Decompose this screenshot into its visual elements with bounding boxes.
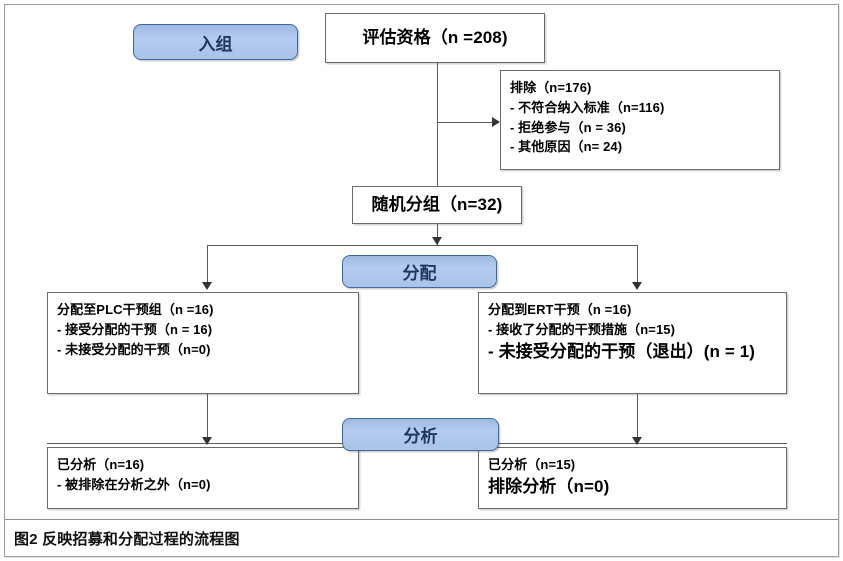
node-excluded-line-4: - 其他原因（n= 24) <box>510 139 623 155</box>
node-analysis-right-line-2: 排除分析（n=0) <box>488 476 610 496</box>
node-excluded: 排除（n=176) - 不符合纳入标准（n=116) - 拒绝参与（n = 36… <box>500 70 780 170</box>
connector-eligibility-to-excluded <box>437 122 497 123</box>
node-excluded-line-3: - 拒绝参与（n = 36) <box>510 119 626 135</box>
figure-caption-bar: 图2 反映招募和分配过程的流程图 <box>5 519 838 556</box>
node-excluded-line-2: - 不符合纳入标准（n=116) <box>510 99 665 115</box>
node-allocation-left: 分配至PLC干预组（n =16) - 接受分配的干预（n = 16) - 未接受… <box>47 292 359 394</box>
arrow-analysis-left-icon <box>202 437 212 445</box>
arrow-allocation-left-icon <box>202 282 212 290</box>
node-excluded-line-1: 排除（n=176) <box>510 80 592 95</box>
stage-banner-allocation-label: 分配 <box>402 264 437 283</box>
node-analysis-right: 已分析（n=15) 排除分析（n=0) <box>478 447 787 509</box>
connector-eligibility-to-randomized <box>437 63 438 186</box>
node-analysis-left-line-2: - 被排除在分析之外（n=0) <box>57 476 211 492</box>
stage-banner-analysis-label: 分析 <box>403 427 438 446</box>
connector-left-alloc-to-analysis <box>207 394 208 443</box>
stage-banner-enrollment: 入组 <box>133 24 298 60</box>
connector-allocation-split <box>207 245 638 246</box>
arrow-to-excluded-icon <box>492 117 500 127</box>
figure-caption-text: 图2 反映招募和分配过程的流程图 <box>14 530 240 548</box>
node-analysis-left-line-1: 已分析（n=16) <box>57 457 145 472</box>
node-randomized: 随机分组（n=32) <box>352 186 522 224</box>
node-randomized-title: 随机分组（n=32) <box>371 195 503 215</box>
node-eligibility-assessed-title: 评估资格（n =208) <box>362 28 508 48</box>
node-allocation-right-line-1: 分配到ERT干预（n =16) <box>488 302 632 317</box>
node-allocation-left-line-2: - 接受分配的干预（n = 16) <box>57 321 213 337</box>
stage-banner-allocation: 分配 <box>342 255 497 288</box>
node-allocation-right-line-3: - 未接受分配的干预（退出）(n = 1) <box>488 341 756 361</box>
node-allocation-right-line-2: - 接收了分配的干预措施（n=15) <box>488 321 676 337</box>
stage-banner-enrollment-label: 入组 <box>198 34 233 54</box>
node-allocation-right: 分配到ERT干预（n =16) - 接收了分配的干预措施（n=15) - 未接受… <box>478 292 787 394</box>
node-allocation-left-line-3: - 未接受分配的干预（n=0) <box>57 341 211 357</box>
node-analysis-left: 已分析（n=16) - 被排除在分析之外（n=0) <box>47 447 359 509</box>
node-allocation-left-line-1: 分配至PLC干预组（n =16) <box>57 302 214 317</box>
connector-allocation-left-drop <box>207 245 208 283</box>
connector-randomized-down <box>437 224 438 245</box>
stage-banner-analysis: 分析 <box>342 418 499 451</box>
node-analysis-right-line-1: 已分析（n=15) <box>488 457 576 472</box>
connector-allocation-right-drop <box>637 245 638 283</box>
connector-right-alloc-to-analysis <box>637 394 638 443</box>
node-eligibility-assessed: 评估资格（n =208) <box>325 13 545 63</box>
arrow-randomized-split-icon <box>432 237 442 245</box>
arrow-allocation-right-icon <box>632 282 642 290</box>
arrow-analysis-right-icon <box>632 437 642 445</box>
